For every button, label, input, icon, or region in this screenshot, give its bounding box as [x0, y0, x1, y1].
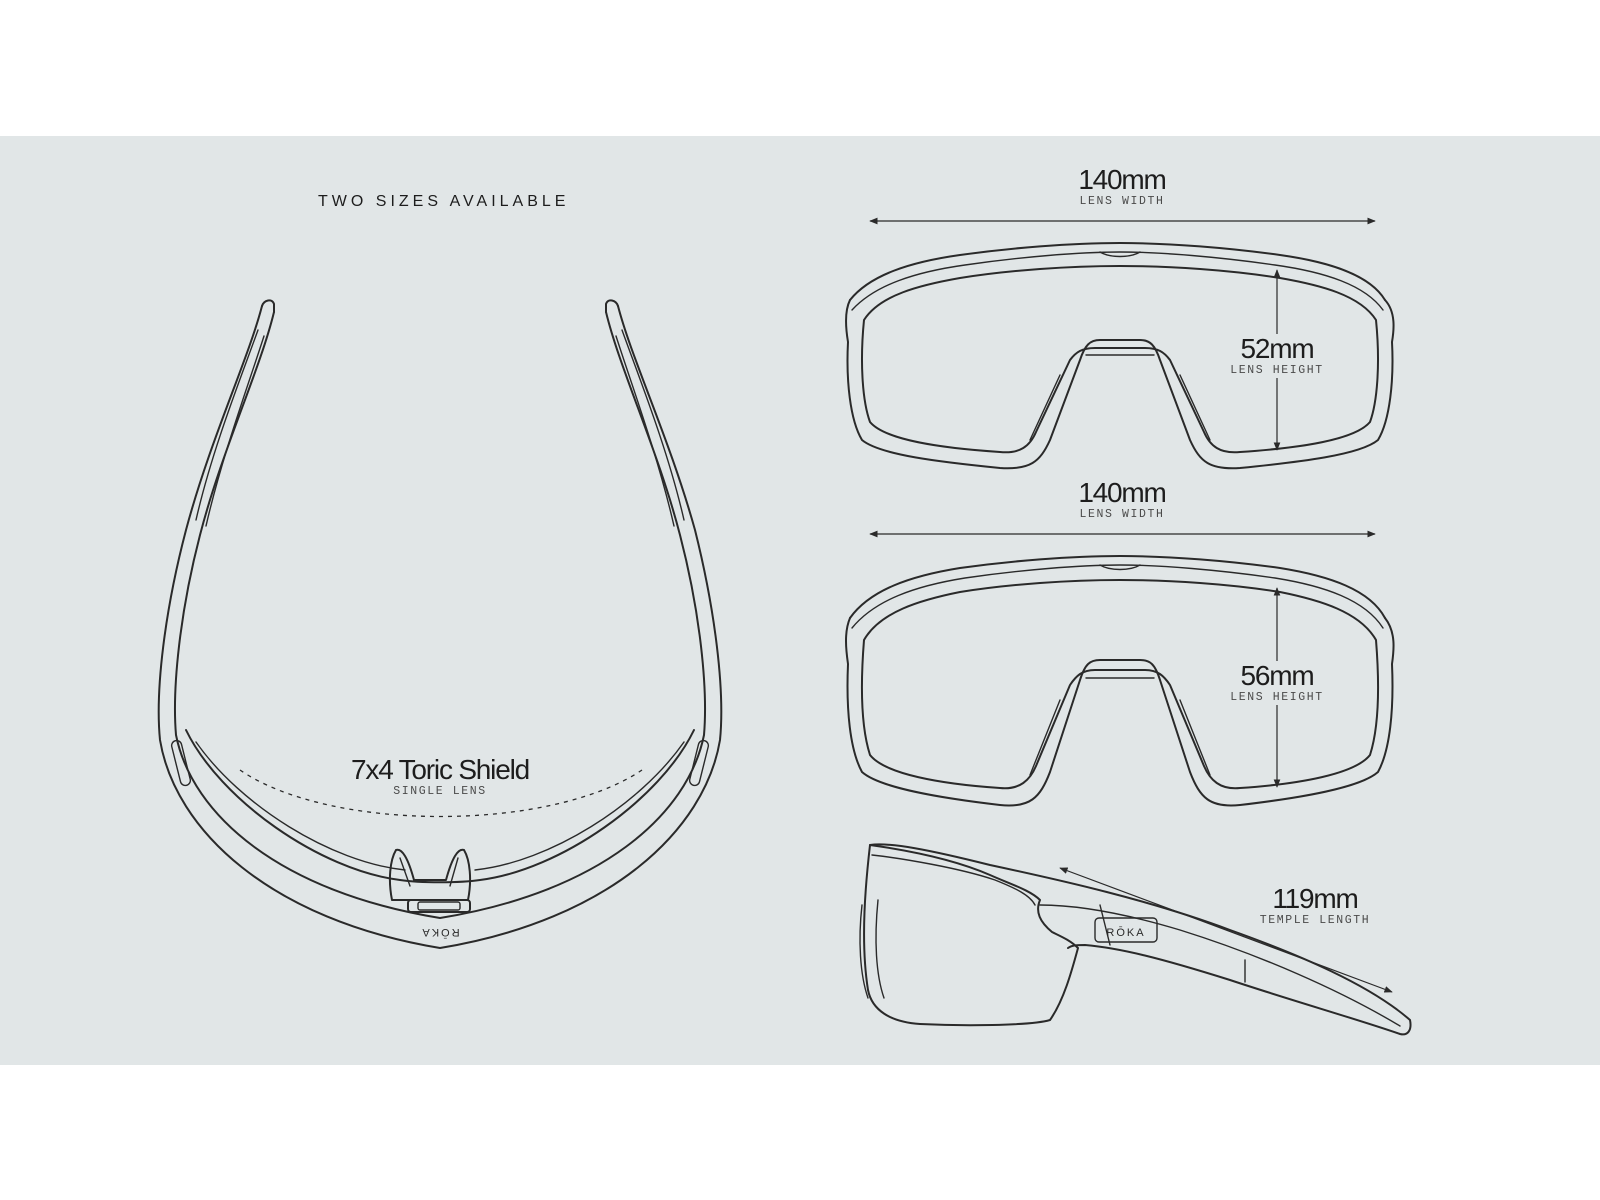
lens-type-dimension: 7x4 Toric Shield SINGLE LENS: [340, 755, 540, 799]
top-view-drawing: RŌKA: [157, 299, 723, 949]
sizes-heading: TWO SIZES AVAILABLE: [318, 193, 570, 210]
lens-width-large-value: 140mm: [1078, 477, 1167, 508]
lens-height-small-value: 52mm: [1240, 333, 1315, 364]
lens-width-small-dimension: 140mm LENS WIDTH: [1057, 165, 1187, 209]
lens-width-small-value: 140mm: [1078, 164, 1167, 195]
side-view-drawing: RŌKA: [859, 843, 1412, 1036]
lens-type-label: SINGLE LENS: [393, 785, 487, 798]
lens-height-large-dimension: 56mm LENS HEIGHT: [1212, 661, 1342, 705]
lens-width-large-label: LENS WIDTH: [1079, 508, 1165, 521]
top-view-brand-logo: RŌKA: [420, 926, 459, 938]
lens-width-small-label: LENS WIDTH: [1079, 195, 1165, 208]
toric-curve-indicator: [239, 769, 643, 818]
lens-type-value: 7x4 Toric Shield: [351, 754, 530, 785]
lens-height-large-label: LENS HEIGHT: [1230, 691, 1324, 704]
lens-height-small-dimension: 52mm LENS HEIGHT: [1212, 334, 1342, 378]
temple-length-label: TEMPLE LENGTH: [1259, 914, 1371, 927]
temple-length-value: 119mm: [1272, 883, 1358, 914]
front-view-small-drawing: [845, 217, 1395, 470]
side-view-brand-logo: RŌKA: [1106, 927, 1145, 939]
lens-width-large-dimension: 140mm LENS WIDTH: [1057, 478, 1187, 522]
temple-length-dimension: 119mm TEMPLE LENGTH: [1250, 884, 1380, 928]
temple-length-arrow: [1059, 867, 1393, 993]
lens-height-large-value: 56mm: [1240, 660, 1315, 691]
lens-height-small-label: LENS HEIGHT: [1230, 364, 1324, 377]
